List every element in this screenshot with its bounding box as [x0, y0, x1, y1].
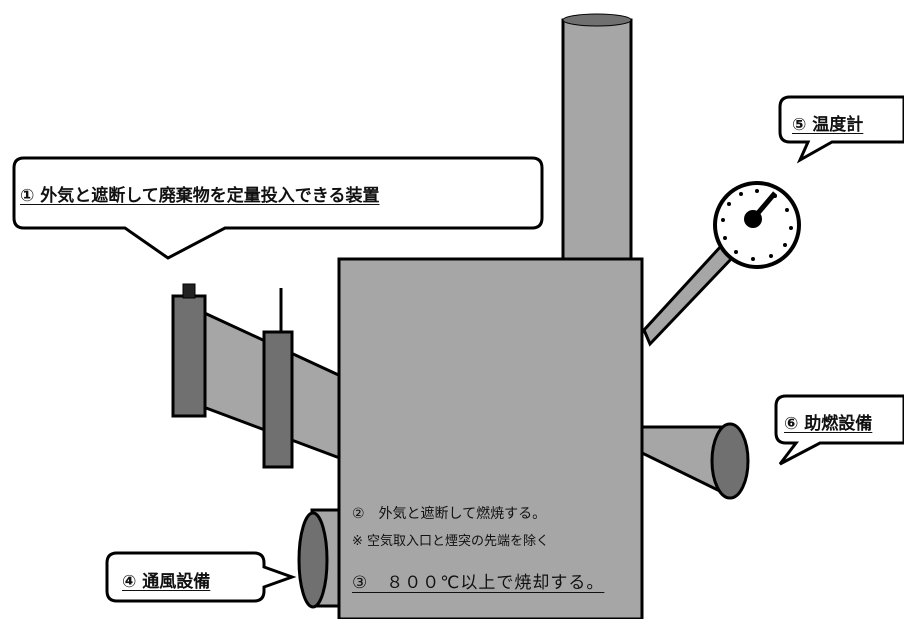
gauge-arm — [642, 242, 737, 347]
feed-gate-2 — [262, 330, 294, 469]
ventilation-pipe-mouth — [297, 511, 329, 609]
thermometer-needle — [751, 191, 777, 221]
callout-1-bubble — [12, 156, 544, 260]
thermometer-ticks — [721, 189, 793, 261]
chimney-top — [562, 13, 632, 27]
callout-4-bubble — [105, 551, 297, 603]
callout-6-bubble — [774, 394, 904, 466]
condition-2-text: ② 外気と遮断して燃焼する。 — [352, 506, 547, 522]
air-intake-note: ※ 空気取入口と煙突の先端を除く — [352, 534, 550, 549]
callout-5-bubble — [778, 95, 904, 164]
feed-gate-1-handle — [182, 283, 196, 299]
feed-gate-1 — [171, 294, 207, 418]
callout-4-text: ④ 通風設備 — [122, 572, 211, 592]
callout-5-text: ⑤ 温度計 — [792, 115, 864, 135]
burner-pipe-mouth — [710, 422, 750, 500]
furnace-body — [337, 257, 644, 621]
callout-6-text: ⑥ 助燃設備 — [784, 414, 873, 434]
condition-3-text: ③ ８００℃以上で焼却する。 — [352, 573, 605, 593]
callout-1-text: ① 外気と遮断して廃棄物を定量投入できる装置 — [20, 186, 380, 206]
chimney — [561, 18, 633, 264]
